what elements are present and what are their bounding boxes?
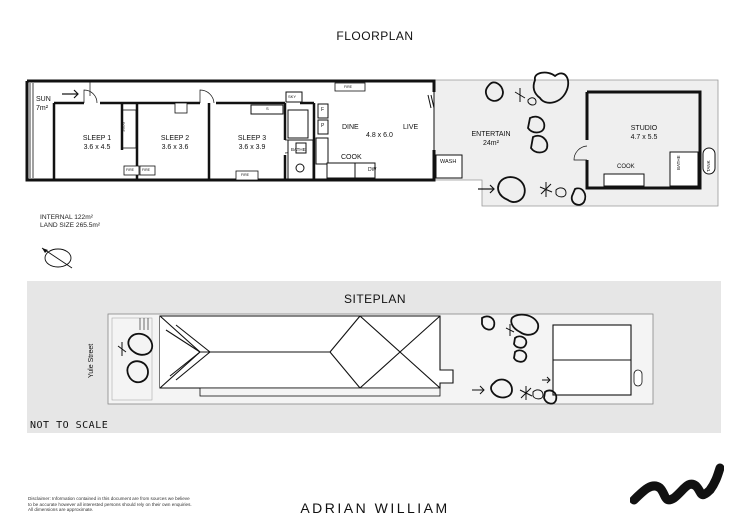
siteplan-title: SITEPLAN — [343, 292, 407, 306]
room-sleep2: SLEEP 2 3.6 x 3.6 — [140, 134, 210, 152]
house-walls — [25, 79, 436, 182]
label-f: F — [321, 107, 325, 113]
disclaimer-line-1: Disclaimer: Information contained in thi… — [28, 496, 190, 501]
not-to-scale: NOT TO SCALE — [30, 420, 109, 431]
trees — [484, 71, 587, 206]
room-sleep2-size: 3.6 x 3.6 — [161, 144, 189, 151]
room-entertain-name: ENTERTAIN — [471, 131, 511, 138]
sun-windows — [29, 83, 34, 178]
room-sleep1-name: SLEEP 1 — [82, 135, 112, 142]
bathe-area — [250, 91, 463, 180]
front-steps — [139, 318, 149, 330]
room-studio-name: STUDIO — [630, 125, 658, 132]
room-sleep3: SLEEP 3 3.6 x 3.9 — [214, 134, 290, 152]
fireplaces — [123, 82, 366, 181]
room-sleep2-name: SLEEP 2 — [160, 135, 190, 142]
room-dine: DINE — [342, 124, 359, 131]
room-sleep3-name: SLEEP 3 — [237, 135, 267, 142]
studio-fixtures — [603, 147, 716, 187]
area-info: INTERNAL 122m² LAND SIZE 265.5m² — [40, 214, 100, 230]
internal-area: INTERNAL 122m² — [40, 214, 93, 221]
robe — [121, 109, 137, 149]
label-fire-4: FIRE — [344, 85, 352, 89]
label-dw: DW — [368, 167, 377, 173]
internal-walls — [52, 101, 316, 180]
studio-door — [573, 145, 588, 161]
disclaimer: Disclaimer: Information contained in thi… — [28, 496, 258, 513]
room-wash: WASH — [440, 159, 457, 165]
room-entertain-size: 24m² — [483, 140, 499, 147]
room-sleep1-size: 3.6 x 4.5 — [83, 144, 111, 151]
site-stars — [117, 324, 544, 400]
floorplan-title: FLOORPLAN — [336, 29, 414, 43]
room-studio: STUDIO 4.7 x 5.5 — [620, 124, 668, 142]
room-sun-size: 7m² — [36, 105, 49, 112]
entry-arrows — [62, 89, 495, 194]
studio-roof — [552, 324, 632, 396]
room-cook: COOK — [341, 154, 362, 161]
site-arrows — [472, 376, 551, 395]
room-live: LIVE — [403, 124, 419, 131]
north-compass — [41, 247, 73, 269]
room-sleep1: SLEEP 1 3.6 x 4.5 — [62, 134, 132, 152]
house-roof — [159, 315, 454, 389]
label-fire-2: FIRE — [142, 168, 150, 172]
room-dine-live-size: 4.8 x 6.0 — [366, 132, 393, 139]
site-trees — [126, 313, 558, 405]
tree-stars — [514, 88, 567, 198]
brand-logo — [630, 463, 724, 505]
live-doors — [427, 92, 435, 150]
room-entertain: ENTERTAIN 24m² — [466, 130, 516, 148]
disclaimer-line-2: to be accurate however all interested pe… — [28, 501, 192, 507]
room-studio-size: 4.7 x 5.5 — [630, 134, 658, 141]
land-size: LAND SIZE 265.5m² — [40, 222, 101, 229]
label-fire-1: FIRE — [126, 168, 134, 172]
room-studio-cook: COOK — [617, 164, 635, 170]
label-fire-3: FIRE — [241, 173, 249, 177]
studio-walls — [585, 90, 702, 190]
label-sky: SKY — [288, 94, 297, 99]
label-s: S — [266, 106, 269, 111]
label-p: P — [321, 123, 325, 129]
room-sun: SUN 7m² — [36, 95, 51, 113]
room-sleep3-size: 3.6 x 3.9 — [238, 144, 266, 151]
brand-name: ADRIAN WILLIAM — [300, 500, 450, 516]
room-bathe: BATHE — [291, 147, 306, 152]
site-tank — [633, 369, 643, 387]
site-street-label: Yule Street — [88, 343, 95, 378]
disclaimer-line-3: All dimensions are approximate. — [28, 507, 94, 513]
room-sun-name: SUN — [36, 96, 51, 103]
